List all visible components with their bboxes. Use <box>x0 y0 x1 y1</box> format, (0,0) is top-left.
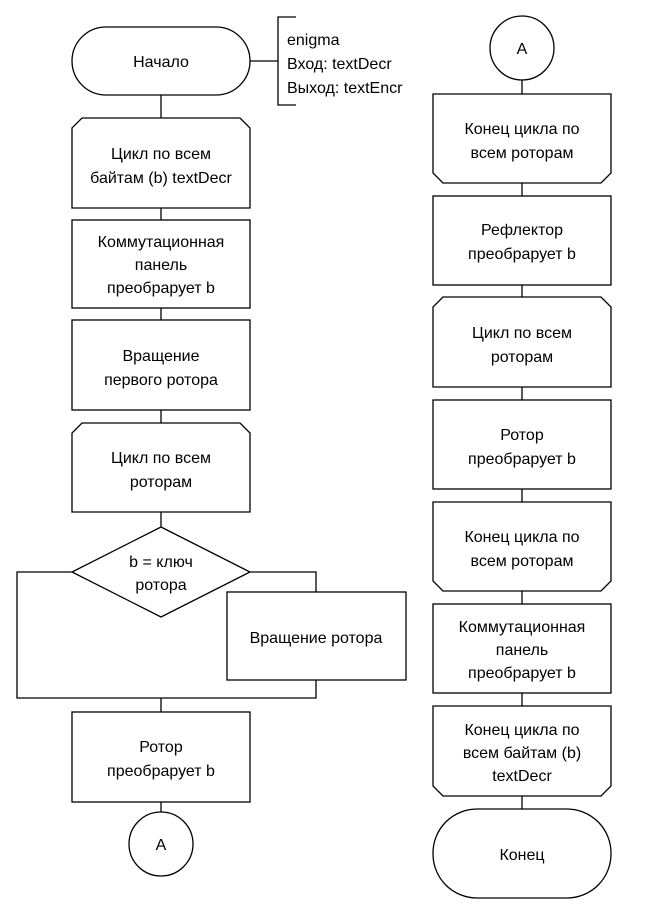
loop-bytes-line: байтам (b) textDecr <box>90 170 232 187</box>
loop-rotors-2-line: Цикл по всем <box>472 325 572 342</box>
plugboard-2-line: панель <box>496 642 548 659</box>
rotate-first-line: Вращение <box>122 348 199 365</box>
rotor-transform-2-line: преобрарует b <box>468 451 576 468</box>
loop-end-bytes <box>432 705 612 797</box>
loop-start-rotors <box>71 422 251 513</box>
rotor-transform-process <box>71 711 251 803</box>
loop-start-bytes <box>71 117 251 209</box>
loop-end-bytes-line: textDecr <box>492 768 552 785</box>
rotate-first-rotor-process <box>71 319 251 411</box>
loop-end-bytes-line: Конец цикла по <box>464 722 579 739</box>
plugboard-2-line: преобрарует b <box>468 665 576 682</box>
loop-end-rotors-reverse <box>432 501 612 592</box>
end-terminator <box>432 808 612 899</box>
decision-line: b = ключ <box>129 554 193 571</box>
loop-rotors-2-line: роторам <box>491 349 553 366</box>
plugboard-output-process <box>432 603 612 694</box>
decision-line: ротора <box>135 577 186 594</box>
loop-end-rotors-2-line: Конец цикла по <box>464 529 579 546</box>
start-label: Начало <box>133 54 189 71</box>
connector-a-label: A <box>517 41 528 58</box>
plugboard-line: панель <box>135 257 187 274</box>
reflector-line: преобрарует b <box>468 246 576 263</box>
comment-line: Выход: textEncr <box>287 80 403 97</box>
loop-end-rotors-line: всем роторам <box>471 145 574 162</box>
decision-diamond <box>70 526 252 618</box>
loop-end-rotors-2-line: всем роторам <box>471 553 574 570</box>
comment-line: enigma <box>287 32 340 49</box>
plugboard-process <box>71 219 251 309</box>
end-label: Конец <box>499 847 544 864</box>
rotate-first-line: первого ротора <box>104 372 218 389</box>
plugboard-2-line: Коммутационная <box>459 619 586 636</box>
loop-end-bytes-line: всем байтам (b) <box>463 745 581 762</box>
decision-no-branch <box>16 571 317 699</box>
rotor-transform-2-line: Ротор <box>500 427 544 444</box>
loop-bytes-line: Цикл по всем <box>111 146 211 163</box>
connector-a-in <box>489 15 555 81</box>
plugboard-line: Коммутационная <box>98 234 225 251</box>
loop-end-rotors <box>432 93 612 184</box>
rotor-transform-reverse-process <box>432 399 612 490</box>
comment-line: Вход: textDecr <box>287 56 392 73</box>
decision-yes-branch <box>250 571 317 592</box>
loop-rotors-line: роторам <box>130 474 192 491</box>
loop-rotors-line: Цикл по всем <box>111 450 211 467</box>
comment-bracket <box>250 16 296 106</box>
connector-a-out <box>128 811 194 877</box>
rotate-rotor-line: Вращение ротора <box>250 630 383 647</box>
loop-end-rotors-line: Конец цикла по <box>464 121 579 138</box>
plugboard-line: преобрарует b <box>107 280 215 297</box>
loop-start-rotors-reverse <box>432 296 612 388</box>
connector-a-label: A <box>156 837 167 854</box>
rotate-rotor-process <box>226 591 407 681</box>
rotor-transform-line: преобрарует b <box>107 763 215 780</box>
rotor-transform-line: Ротор <box>139 739 183 756</box>
reflector-line: Рефлектор <box>481 222 563 239</box>
reflector-process <box>432 195 612 286</box>
